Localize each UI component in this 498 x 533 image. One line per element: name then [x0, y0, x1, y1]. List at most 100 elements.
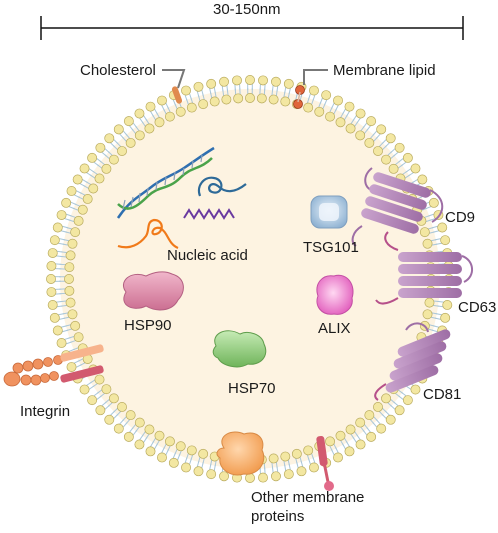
hsp70-protein [213, 331, 266, 367]
hsp90-label: HSP90 [124, 317, 172, 334]
lipid-head [109, 394, 118, 403]
lipid-head [199, 449, 208, 458]
cholesterol-label: Cholesterol [80, 62, 156, 79]
lipid-head [48, 248, 57, 257]
lipid-head [304, 103, 313, 112]
lipid-head [155, 118, 164, 127]
lipid-head [245, 75, 254, 84]
lipid-head [271, 472, 280, 481]
lipid-tail [434, 301, 440, 302]
lipid-head [67, 362, 76, 371]
lipid-head [345, 447, 354, 456]
lipid-head [441, 236, 450, 245]
lipid-head [57, 338, 66, 347]
lipid-head [386, 415, 395, 424]
cd63-label: CD63 [458, 299, 496, 316]
lipid-head [377, 424, 386, 433]
lipid-head [423, 310, 432, 319]
lipid-head [78, 205, 87, 214]
lipid-head [62, 198, 71, 207]
lipid-head [377, 125, 386, 134]
lipid-head [245, 93, 254, 102]
lipid-head [114, 424, 123, 433]
lipid-tail [60, 301, 66, 302]
lipid-head [257, 94, 266, 103]
lipid-head [269, 454, 278, 463]
lipid-head [117, 146, 126, 155]
lipid-head [325, 437, 334, 446]
lipid-head [381, 155, 390, 164]
lipid-head [74, 216, 83, 225]
vesicle-lumen [60, 89, 440, 469]
lipid-head [284, 470, 293, 479]
lipid-head [222, 95, 231, 104]
lipid-head [146, 102, 155, 111]
lipid-head [71, 228, 80, 237]
lipid-head [71, 321, 80, 330]
lipid-head [441, 313, 450, 322]
lipid-head [102, 164, 111, 173]
lipid-head [373, 146, 382, 155]
lipid-head [181, 86, 190, 95]
other-membrane-proteins-label-line1: Other membrane [251, 489, 364, 506]
lipid-tail [272, 89, 273, 95]
lipid-head [47, 261, 56, 270]
lipid-head [309, 86, 318, 95]
lipid-head [418, 175, 427, 184]
lipid-head [64, 274, 73, 283]
lipid-head [80, 164, 89, 173]
lipid-head [135, 131, 144, 140]
lipid-head [187, 103, 196, 112]
lipid-head [105, 415, 114, 424]
lipid-head [258, 473, 267, 482]
lipid-head [67, 186, 76, 195]
lipid-head [367, 432, 376, 441]
lipid-head [245, 473, 254, 482]
lipid-head [333, 96, 342, 105]
membrane-lipid-leader-line [304, 70, 328, 85]
lipid-head [155, 431, 164, 440]
lipid-head [356, 131, 365, 140]
lipid-head [126, 410, 135, 419]
other-membrane-proteins-label-line2: proteins [251, 508, 304, 525]
lipid-head [297, 467, 306, 476]
lipid-head [194, 82, 203, 91]
lipid-head [165, 437, 174, 446]
lipid-head [219, 77, 228, 86]
alix-label: ALIX [318, 320, 351, 337]
lipid-head [96, 406, 105, 415]
lipid-head [425, 298, 434, 307]
cd81-label: CD81 [423, 386, 461, 403]
lipid-tail [272, 463, 273, 469]
lipid-head [281, 452, 290, 461]
lipid-head [356, 418, 365, 427]
lipid-head [207, 79, 216, 88]
lipid-head [114, 125, 123, 134]
lipid-head [53, 326, 62, 335]
lipid-head [346, 124, 355, 133]
lipid-head [258, 76, 267, 85]
lipid-head [68, 239, 77, 248]
lipid-head [66, 251, 75, 260]
lipid-head [292, 449, 301, 458]
lipid-head [157, 96, 166, 105]
lipid-head [365, 138, 374, 147]
lipid-head [386, 134, 395, 143]
lipid-head [304, 446, 313, 455]
scale-bar-label: 30-150nm [213, 1, 281, 18]
lipid-head [315, 107, 324, 116]
lipid-head [194, 467, 203, 476]
lipid-head [403, 396, 412, 405]
lipid-head [124, 117, 133, 126]
lipid-head [145, 425, 154, 434]
hsp70-label: HSP70 [228, 380, 276, 397]
lipid-head [336, 431, 345, 440]
lipid-head [181, 463, 190, 472]
lipid-head [219, 472, 228, 481]
lipid-head [367, 117, 376, 126]
lipid-head [284, 79, 293, 88]
lipid-head [187, 446, 196, 455]
lipid-head [345, 102, 354, 111]
hsp90-protein [123, 272, 183, 310]
lipid-head [199, 100, 208, 109]
